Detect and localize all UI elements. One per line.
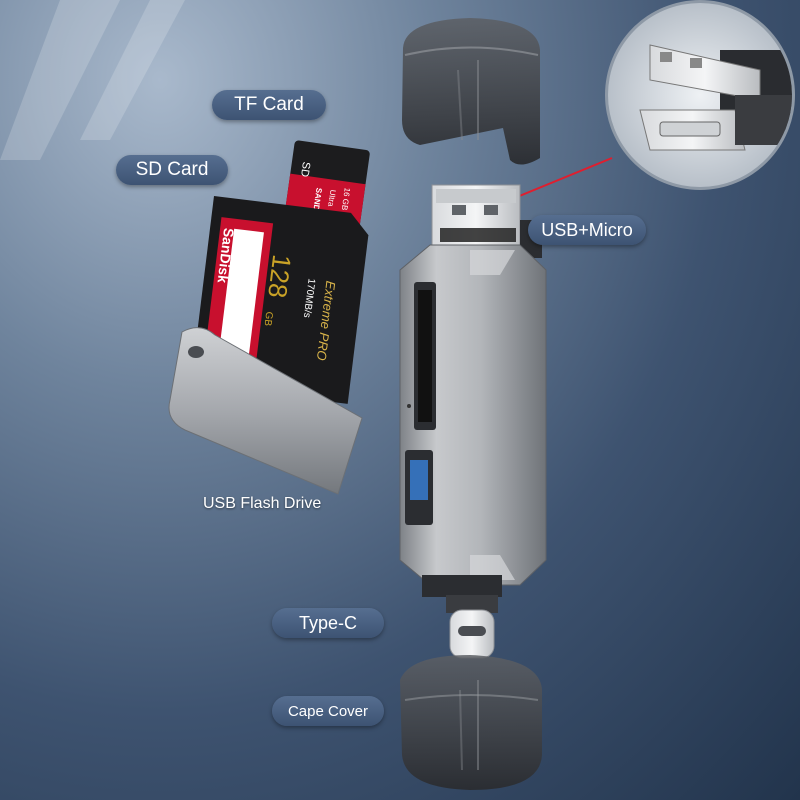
label-sd-card: SD Card — [116, 155, 228, 185]
top-cap — [402, 18, 540, 165]
label-tf-card: TF Card — [212, 90, 326, 120]
tf-card-capacity: 16 GB — [340, 187, 352, 211]
label-usb-flash-drive: USB Flash Drive — [203, 495, 322, 512]
card-reader-body — [399, 244, 547, 597]
label-usb-micro: USB+Micro — [528, 215, 646, 245]
sd-card-capacity-unit: GB — [262, 311, 275, 327]
label-cape-cover: Cape Cover — [272, 696, 384, 726]
zoom-detail-circle — [605, 0, 795, 190]
background-light-streaks — [0, 0, 185, 160]
type-c-connector — [446, 595, 498, 659]
tf-card-series: Ultra — [326, 189, 337, 208]
usb-flash-drive — [168, 327, 363, 495]
sd-card-brand: SanDisk — [215, 227, 238, 284]
sd-card-speed: 170MB/s — [301, 278, 317, 319]
label-type-c: Type-C — [272, 608, 384, 638]
tf-card-type: SD — [298, 161, 312, 178]
sd-card-capacity: 128 — [262, 253, 297, 300]
bottom-cap — [400, 655, 542, 790]
